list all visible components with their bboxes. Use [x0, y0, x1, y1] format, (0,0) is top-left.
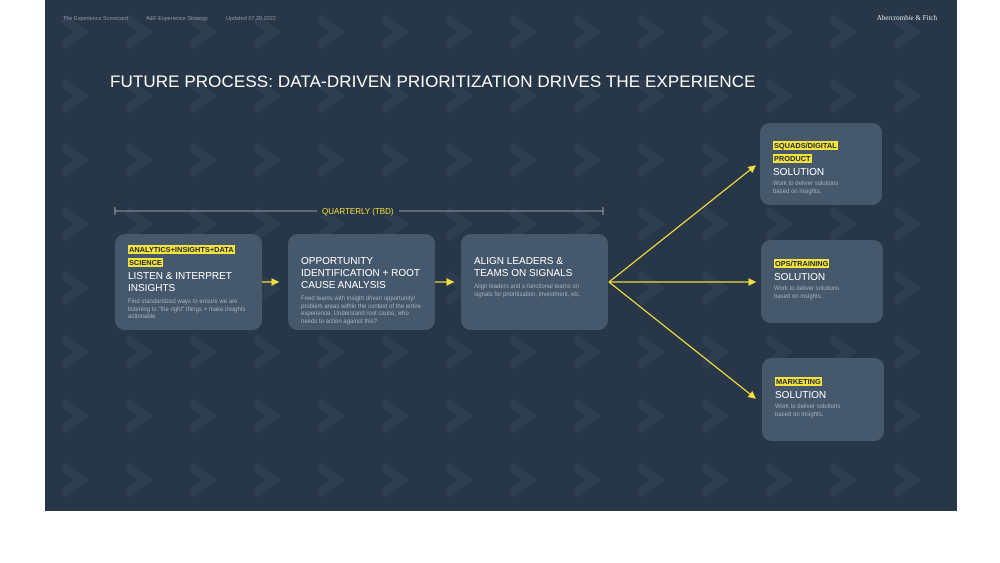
- outcome-heading: SOLUTION: [774, 272, 826, 283]
- outcome-tag: MARKETING: [775, 377, 822, 386]
- step-tag: ANALYTICS+INSIGHTS+DATA SCIENCE: [128, 245, 235, 267]
- outcome-squads-digital-product: SQUADS/DIGITAL PRODUCT SOLUTION Work to …: [760, 123, 882, 205]
- page-title: FUTURE PROCESS: DATA-DRIVEN PRIORITIZATI…: [110, 72, 756, 91]
- step-description: Align leaders and x-functional teams on …: [474, 284, 581, 298]
- step-description: Find standardized ways to ensure we are …: [128, 299, 246, 321]
- arrow-to-squads: [608, 165, 757, 283]
- step-description: Feed teams with insight driven opportuni…: [301, 296, 421, 325]
- outcome-marketing: MARKETING SOLUTION Work to deliver solut…: [762, 358, 884, 441]
- quarterly-label: QUARTERLY (TBD): [317, 207, 399, 216]
- outcome-heading: SOLUTION: [773, 167, 825, 178]
- header-updated-date: Updated 07.20.2022: [226, 16, 276, 22]
- outcome-tag: OPS/TRAINING: [774, 259, 830, 268]
- step-heading: LISTEN & INTERPRET INSIGHTS: [128, 271, 232, 294]
- outcome-ops-training: OPS/TRAINING SOLUTION Work to deliver so…: [761, 240, 883, 323]
- slide: The Experience Scorecard A&F Experience …: [45, 0, 957, 511]
- step-listen-interpret: ANALYTICS+INSIGHTS+DATA SCIENCE LISTEN &…: [115, 234, 262, 330]
- step-heading: OPPORTUNITY IDENTIFICATION + ROOT CAUSE …: [301, 256, 420, 291]
- brand-logo: Abercrombie & Fitch: [876, 14, 937, 22]
- step-opportunity-identification: OPPORTUNITY IDENTIFICATION + ROOT CAUSE …: [288, 234, 435, 330]
- outcome-description: Work to deliver solutions based on insig…: [775, 404, 841, 418]
- outcome-heading: SOLUTION: [775, 390, 827, 401]
- step-heading: ALIGN LEADERS & TEAMS ON SIGNALS: [474, 256, 573, 279]
- outcome-description: Work to deliver solutions based on insig…: [773, 181, 839, 195]
- outcome-tag: SQUADS/DIGITAL PRODUCT: [773, 141, 838, 163]
- arrow-to-marketing: [608, 281, 757, 399]
- header-strategy: A&F Experience Strategy: [146, 16, 208, 22]
- step-align-leaders: ALIGN LEADERS & TEAMS ON SIGNALS Align l…: [461, 234, 608, 330]
- header-scorecard: The Experience Scorecard: [63, 16, 129, 22]
- outcome-description: Work to deliver solutions based on insig…: [774, 286, 840, 300]
